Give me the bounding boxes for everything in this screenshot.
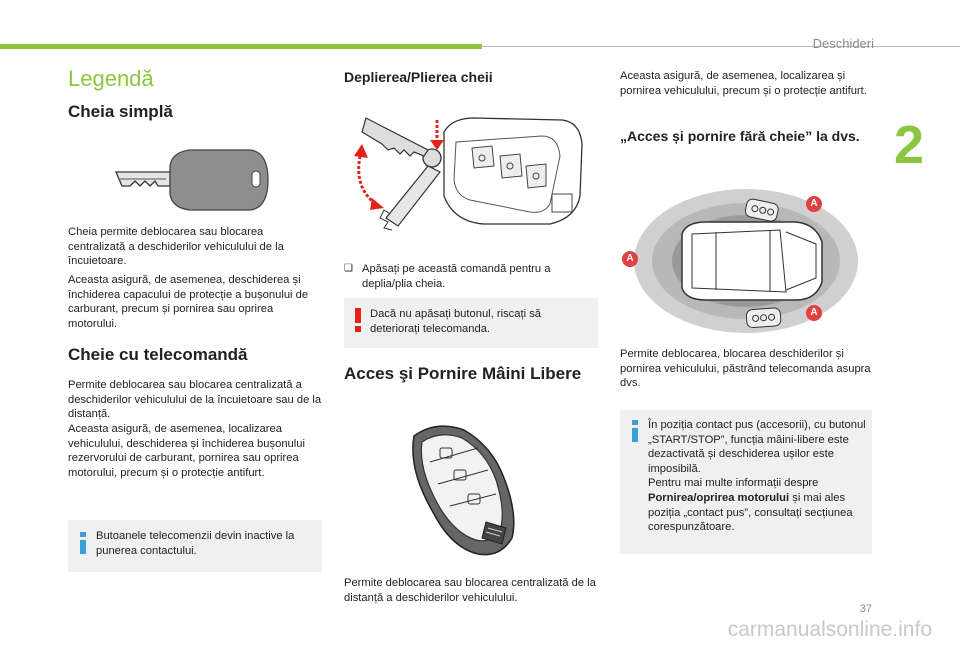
simple-key-illustration	[115, 149, 269, 211]
fold-bullet-text: Apăsați pe această comandă pentru a depl…	[362, 263, 551, 290]
watermark: carmanualsonline.info	[727, 618, 932, 641]
hands-free-text: Permite deblocarea sau blocarea centrali…	[344, 577, 596, 604]
hands-free-title: Acces şi Pornire Mâini Libere	[344, 364, 582, 383]
simple-key-text-2: Aceasta asigură, de asemenea, deschidere…	[68, 274, 309, 330]
warning-icon	[355, 308, 361, 332]
remote-key-text-2: Aceasta asigură, de asemenea, localizare…	[68, 423, 305, 479]
chapter-number: 2	[894, 115, 925, 175]
zone-label-a-2: A	[626, 253, 634, 264]
warning-box: Dacă nu apăsați butonul, riscați să dete…	[344, 298, 598, 348]
info-box-keyless-bold: Pornirea/oprirea motorului	[648, 491, 790, 504]
info-icon	[80, 532, 86, 554]
hands-free-key-illustration	[412, 425, 515, 556]
remote-key-text-1: Permite deblocarea sau blocarea centrali…	[68, 379, 322, 421]
page-number: 37	[859, 603, 872, 615]
keyless-zone-illustration	[622, 189, 858, 333]
warning-box-text: Dacă nu apăsați butonul, riscați să dete…	[370, 308, 542, 335]
fold-key-illustration	[354, 117, 583, 231]
info-box-keyless-line1: În poziția contact pus (accesorii), cu b…	[648, 419, 866, 475]
info-box-remote-text: Butoanele telecomenzii devin inactive la…	[96, 530, 295, 557]
header-green-bar	[0, 44, 482, 49]
info-box-keyless: În poziția contact pus (accesorii), cu b…	[620, 410, 872, 554]
fold-bullet-mark: ❑	[344, 263, 353, 274]
zone-label-a-3: A	[810, 307, 818, 318]
legend-heading: Legendă	[68, 66, 154, 91]
simple-key-text-1: Cheia permite deblocarea sau blocarea ce…	[68, 226, 284, 268]
keyless-text: Permite deblocarea, blocarea deschideril…	[620, 348, 871, 390]
remote-key-title: Cheie cu telecomandă	[68, 345, 248, 364]
fold-key-title: Deplierea/Plierea cheii	[344, 69, 493, 85]
section-title: Deschideri	[812, 36, 874, 51]
keyless-title: „Acces și pornire fără cheie” la dvs.	[620, 128, 860, 144]
info-box-keyless-line3-text: și mai ales poziția „contact pus”, consu…	[648, 491, 853, 534]
header-rule	[482, 46, 960, 47]
info-box-keyless-line2: Pentru mai multe informații despre	[648, 477, 819, 490]
col3-intro-text: Aceasta asigură, de asemenea, localizare…	[620, 70, 867, 97]
info-box-remote: Butoanele telecomenzii devin inactive la…	[68, 520, 322, 572]
simple-key-title: Cheia simplă	[68, 102, 173, 121]
info-box-keyless-line3: Pornirea/oprirea motorului și mai ales p…	[648, 491, 868, 535]
zone-label-a-1: A	[810, 198, 818, 209]
info-icon	[632, 420, 638, 442]
